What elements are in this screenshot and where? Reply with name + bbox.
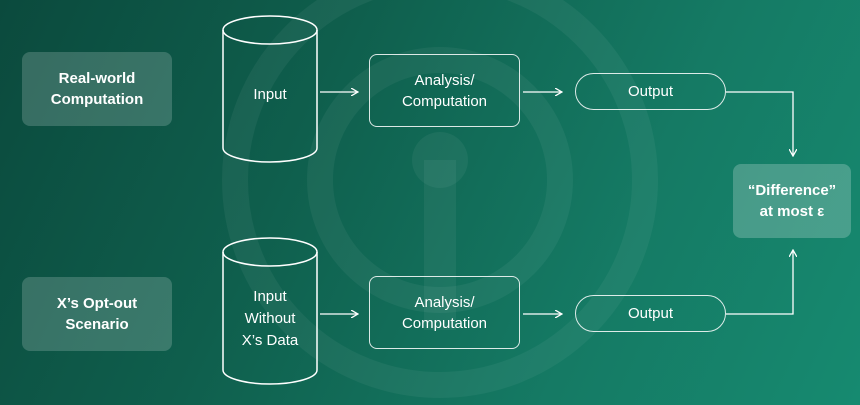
input-without-data-label: Input Without X’s Data [241, 288, 299, 349]
analysis-computation-box-top: Analysis/ Computation [369, 54, 520, 127]
real-world-computation-label: Real-world Computation [22, 52, 172, 126]
difference-at-most-epsilon-box: “Difference” at most ε [733, 164, 851, 238]
opt-out-scenario-label: X’s Opt-out Scenario [22, 277, 172, 351]
analysis-computation-box-bottom: Analysis/ Computation [369, 276, 520, 349]
arrow-output-to-difference-bottom [726, 250, 793, 315]
input-cylinder-bottom [222, 237, 318, 385]
input-label-top: Input [253, 86, 287, 103]
output-box-top: Output [575, 73, 726, 110]
input-cylinder-top [222, 15, 318, 163]
arrow-output-to-difference-top [726, 91, 793, 156]
output-box-bottom: Output [575, 295, 726, 332]
